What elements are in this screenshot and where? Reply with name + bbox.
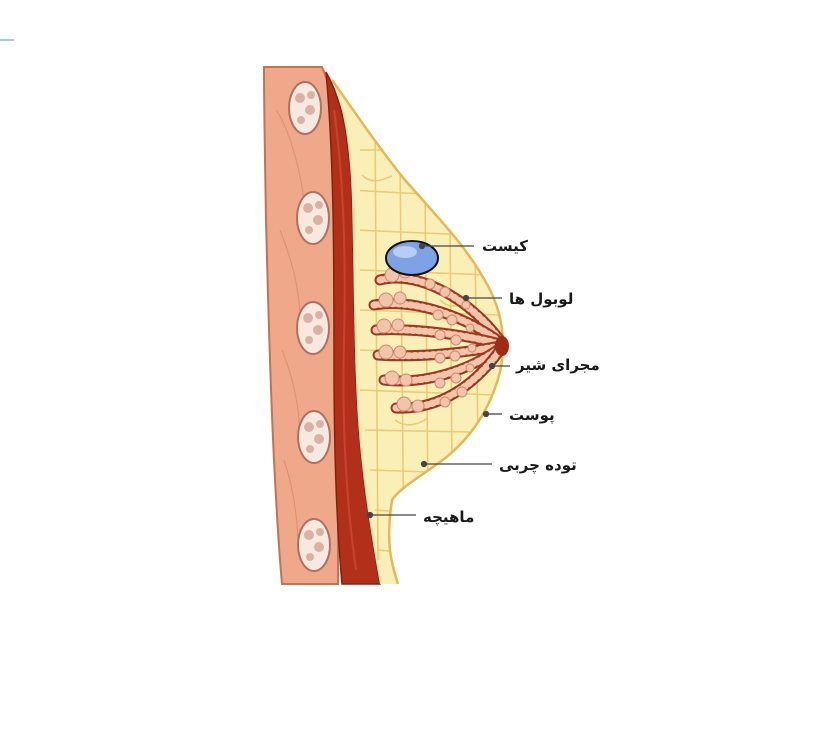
rib: [297, 518, 331, 572]
rib: [288, 81, 322, 135]
leader-lines: [366, 242, 510, 519]
label-milk-duct: مجرای شیر: [516, 356, 600, 374]
ribs: [288, 81, 331, 572]
label-cyst: کیست: [482, 237, 528, 255]
rib: [296, 191, 330, 245]
rib: [296, 301, 330, 355]
corner-mark: [0, 39, 14, 41]
label-lobules: لوبول ها: [509, 290, 574, 308]
rib: [297, 410, 331, 464]
nipple: [495, 336, 509, 356]
label-fat-tissue: توده چربی: [499, 456, 577, 474]
lobules: [368, 265, 506, 414]
label-muscle: ماهیچه: [423, 508, 475, 526]
label-skin: پوست: [509, 406, 555, 424]
cyst: [385, 240, 439, 276]
